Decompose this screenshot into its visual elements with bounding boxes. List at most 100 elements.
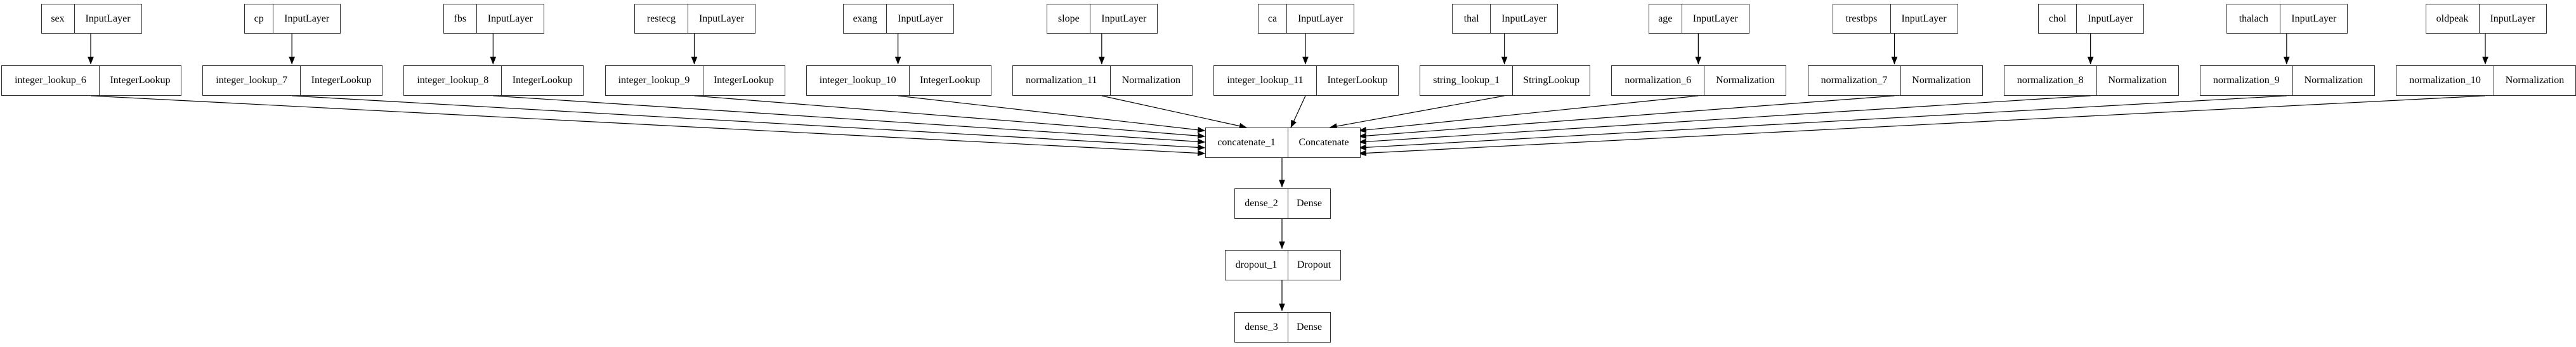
layer-type-label: Normalization <box>1109 66 1192 95</box>
edge-string_lookup_1-to-concatenate_1 <box>1329 95 1505 129</box>
layer-node-normalization_9: normalization_9 Normalization <box>2199 65 2375 96</box>
layer-node-chol: chol InputLayer <box>2038 4 2145 34</box>
layer-node-integer_lookup_7: integer_lookup_7 IntegerLookup <box>202 65 383 96</box>
layer-name-label: normalization_11 <box>1026 75 1097 86</box>
layer-name-label: normalization_6 <box>1625 75 1692 86</box>
layer-type-label: InputLayer <box>2478 4 2546 33</box>
layer-node-dense_3: dense_3 Dense <box>1234 312 1331 343</box>
layer-type-label: IntegerLookup <box>99 66 181 95</box>
layer-type-label: IntegerLookup <box>501 66 583 95</box>
layer-type-label: IntegerLookup <box>908 66 991 95</box>
layer-node-normalization_11: normalization_11 Normalization <box>1012 65 1193 96</box>
layer-type-label: InputLayer <box>74 4 141 33</box>
layer-name-label: fbs <box>454 13 467 24</box>
layer-type-label: Concatenate <box>1287 128 1360 157</box>
layer-type-label: InputLayer <box>476 4 544 33</box>
layer-node-dense_2: dense_2 Dense <box>1234 188 1331 219</box>
layer-node-integer_lookup_11: integer_lookup_11 IntegerLookup <box>1213 65 1399 96</box>
layer-name-label: normalization_8 <box>2017 75 2084 86</box>
layer-name-label: normalization_9 <box>2213 75 2280 86</box>
layer-type-label: Normalization <box>2292 66 2374 95</box>
layer-name-label: normalization_7 <box>1821 75 1888 86</box>
layer-node-string_lookup_1: string_lookup_1 StringLookup <box>1420 65 1591 96</box>
layer-name-label: normalization_10 <box>2409 75 2481 86</box>
layer-name-label: exang <box>853 13 877 24</box>
layer-name-label: thal <box>1463 13 1479 24</box>
layer-name-label: integer_lookup_8 <box>417 75 489 86</box>
layer-type-label: InputLayer <box>1490 4 1557 33</box>
layer-name-label: chol <box>2048 13 2067 24</box>
layer-type-label: InputLayer <box>2076 4 2143 33</box>
layer-type-label: Dense <box>1288 313 1330 342</box>
layer-name-label: integer_lookup_11 <box>1227 75 1304 86</box>
edge-integer_lookup_9-to-concatenate_1 <box>694 95 1206 139</box>
edge-normalization_6-to-concatenate_1 <box>1358 95 1699 133</box>
layer-type-label: IntegerLookup <box>1316 66 1398 95</box>
layer-type-label: InputLayer <box>688 4 755 33</box>
layer-node-restecg: restecg InputLayer <box>634 4 755 34</box>
layer-name-label: integer_lookup_9 <box>618 75 690 86</box>
layer-type-label: Normalization <box>1704 66 1786 95</box>
edge-integer_lookup_11-to-concatenate_1 <box>1290 95 1306 128</box>
layer-node-normalization_10: normalization_10 Normalization <box>2396 65 2576 96</box>
layer-type-label: Normalization <box>2494 66 2575 95</box>
layer-name-label: trestbps <box>1845 13 1878 24</box>
layer-type-label: StringLookup <box>1512 66 1590 95</box>
edge-normalization_10-to-concatenate_1 <box>1358 95 2486 157</box>
layer-name-label: integer_lookup_10 <box>819 75 896 86</box>
edge-normalization_8-to-concatenate_1 <box>1358 95 2091 145</box>
layer-node-age: age InputLayer <box>1648 4 1749 34</box>
layer-name-label: string_lookup_1 <box>1433 75 1500 86</box>
layer-name-label: dropout_1 <box>1235 259 1278 270</box>
layer-type-label: InputLayer <box>1890 4 1958 33</box>
layer-name-label: integer_lookup_7 <box>216 75 288 86</box>
layer-node-cp: cp InputLayer <box>244 4 341 34</box>
layer-type-label: Normalization <box>2096 66 2178 95</box>
layer-node-integer_lookup_6: integer_lookup_6 IntegerLookup <box>1 65 181 96</box>
layer-name-label: cp <box>254 13 264 24</box>
edge-normalization_7-to-concatenate_1 <box>1358 95 1895 139</box>
layer-node-integer_lookup_10: integer_lookup_10 IntegerLookup <box>806 65 991 96</box>
layer-node-concatenate_1: concatenate_1 Concatenate <box>1205 128 1361 158</box>
layer-name-label: integer_lookup_6 <box>15 75 86 86</box>
layer-name-label: dense_2 <box>1245 198 1278 209</box>
layer-name-label: age <box>1658 13 1673 24</box>
layer-type-label: Dropout <box>1287 251 1340 280</box>
layer-node-integer_lookup_9: integer_lookup_9 IntegerLookup <box>605 65 785 96</box>
edge-integer_lookup_8-to-concatenate_1 <box>493 95 1206 145</box>
layer-name-label: oldpeak <box>2436 13 2469 24</box>
layer-node-normalization_6: normalization_6 Normalization <box>1611 65 1787 96</box>
layer-node-oldpeak: oldpeak InputLayer <box>2425 4 2547 34</box>
layer-node-fbs: fbs InputLayer <box>443 4 544 34</box>
layer-name-label: sex <box>51 13 65 24</box>
layer-node-integer_lookup_8: integer_lookup_8 IntegerLookup <box>403 65 584 96</box>
layer-name-label: dense_3 <box>1245 322 1278 332</box>
layer-name-label: ca <box>1267 13 1278 24</box>
layer-type-label: IntegerLookup <box>300 66 382 95</box>
layer-node-dropout_1: dropout_1 Dropout <box>1224 250 1341 280</box>
layer-type-label: InputLayer <box>886 4 953 33</box>
layer-node-slope: slope InputLayer <box>1047 4 1158 34</box>
layer-type-label: InputLayer <box>2280 4 2347 33</box>
edge-integer_lookup_6-to-concatenate_1 <box>90 95 1206 157</box>
edge-integer_lookup_7-to-concatenate_1 <box>292 95 1206 151</box>
layer-node-sex: sex InputLayer <box>41 4 142 34</box>
layer-name-label: slope <box>1057 13 1080 24</box>
layer-type-label: Dense <box>1288 189 1330 218</box>
layer-type-label: InputLayer <box>1681 4 1749 33</box>
edge-normalization_9-to-concatenate_1 <box>1358 95 2287 151</box>
layer-name-label: concatenate_1 <box>1217 137 1276 148</box>
layer-node-exang: exang InputLayer <box>843 4 955 34</box>
layer-node-normalization_8: normalization_8 Normalization <box>2003 65 2179 96</box>
layer-type-label: InputLayer <box>1090 4 1157 33</box>
layer-type-label: InputLayer <box>273 4 340 33</box>
layer-name-label: restecg <box>646 13 676 24</box>
layer-type-label: IntegerLookup <box>702 66 785 95</box>
layer-node-trestbps: trestbps InputLayer <box>1832 4 1958 34</box>
edge-normalization_11-to-concatenate_1 <box>1101 95 1247 129</box>
